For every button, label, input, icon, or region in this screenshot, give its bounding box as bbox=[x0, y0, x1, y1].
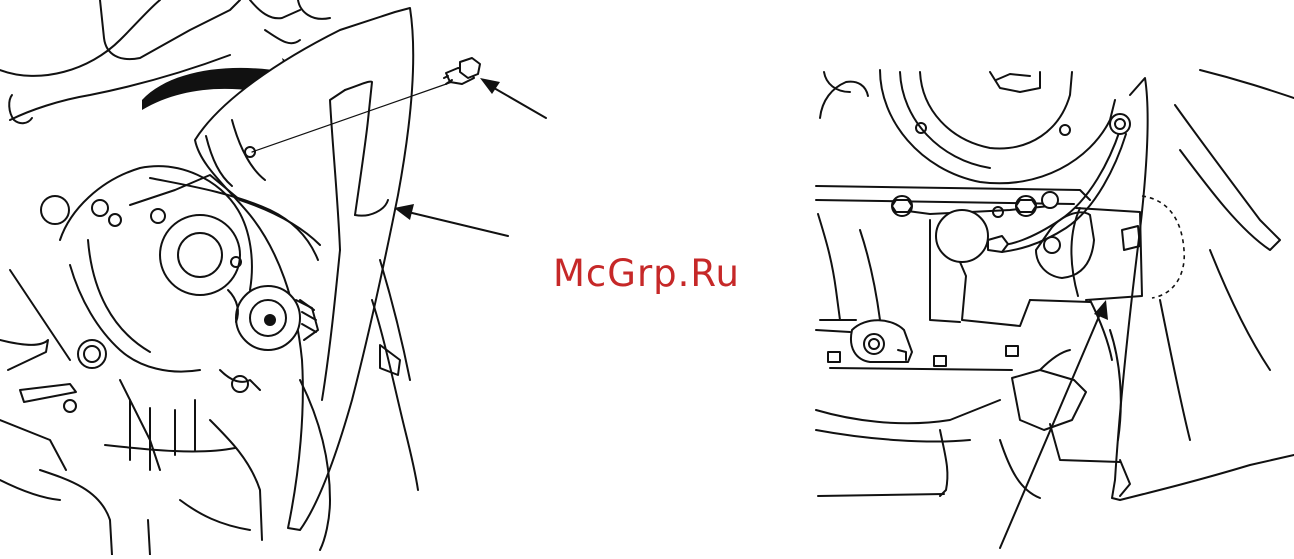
crankcase-cover bbox=[820, 70, 1115, 183]
leader-arrow-cover bbox=[394, 204, 508, 236]
left-illustration bbox=[0, 0, 546, 555]
bolt-icon bbox=[444, 58, 480, 84]
bottom-bolts bbox=[816, 346, 1018, 442]
watermark-text: McGrp.Ru bbox=[553, 255, 740, 292]
leader-arrow-bolt bbox=[480, 78, 546, 118]
fairing-panel bbox=[1112, 70, 1294, 500]
engine-lower bbox=[0, 270, 262, 555]
right-illustration bbox=[816, 70, 1294, 548]
side-cover-panel bbox=[195, 8, 418, 550]
crankcase-lower bbox=[816, 186, 1184, 326]
leader-arrow-right bbox=[1000, 300, 1108, 548]
